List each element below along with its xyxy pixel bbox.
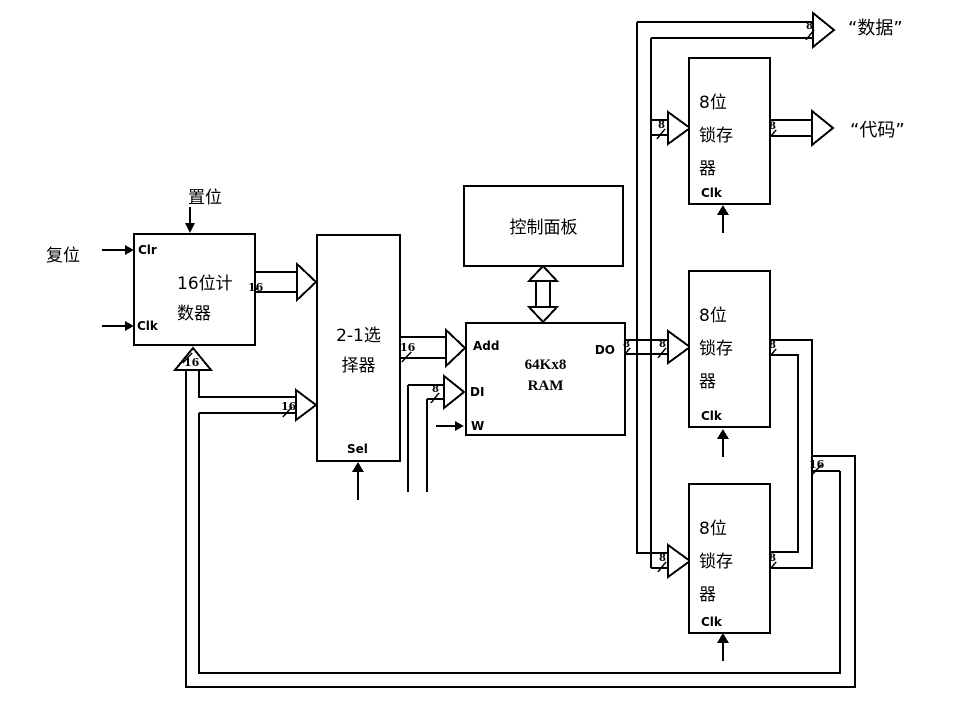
latch-bot-port-clk: Clk (701, 615, 722, 629)
bus8-latch-bot-in-label: 8 (659, 553, 666, 564)
latch-title-line3: 器 (699, 159, 716, 179)
counter-port-clk: Clk (137, 319, 158, 333)
bus16-selector-out-label: 16 (400, 341, 416, 354)
control-panel-block: 控制面板 (463, 185, 624, 267)
ram-di-arrowhead (443, 373, 466, 411)
counter-clk-arrowhead (125, 321, 134, 331)
set-arrowhead (185, 223, 195, 233)
bus8-latch-mid-out-label: 8 (769, 340, 776, 351)
code-out-arrowhead (811, 108, 835, 148)
ram-port-do: DO (594, 343, 615, 357)
ram-title-line2: RAM (527, 378, 564, 394)
bus16-selector-in2-label: 16 (281, 400, 297, 413)
hollow-arrowheads (172, 10, 836, 579)
ram-title-line1: 64Kx8 (524, 357, 567, 373)
bus8-ram-do-label: 8 (623, 339, 630, 350)
latch-top-title: 8位锁存器 (699, 87, 733, 186)
latch-title-line1: 8位 (699, 519, 727, 539)
latch-title-line3: 器 (699, 372, 716, 392)
counter-title-line2: 数器 (177, 304, 211, 324)
bus16-feedback-label: 16 (809, 458, 825, 471)
latch-title-line1: 8位 (699, 306, 727, 326)
latch-title-line2: 锁存 (699, 552, 733, 572)
ram-port-w: W (471, 419, 485, 433)
selector-title: 2-1选择器 (318, 321, 399, 381)
ram-do-bus (625, 21, 814, 569)
latch-mid-clk-arrowhead (717, 429, 729, 439)
ram-port-add: Add (473, 339, 500, 353)
panel-bus-down-arrowhead (526, 306, 560, 324)
counter-block: 16位计数器 Clr Clk (133, 233, 256, 346)
latch-title-line2: 锁存 (699, 339, 733, 359)
latch-top-block: 8位锁存器 Clk (688, 57, 771, 205)
control-stub-wires (102, 207, 724, 661)
latch-top-port-clk: Clk (701, 186, 722, 200)
ram-port-di: DI (470, 385, 485, 399)
selector-block: 2-1选择器 Sel (316, 234, 401, 462)
latch-title-line3: 器 (699, 585, 716, 605)
set-label: 置位 (188, 188, 222, 208)
counter-load-arrowhead (172, 346, 214, 371)
latch-mid-title: 8位锁存器 (699, 300, 733, 399)
latch-top-clk-arrowhead (717, 205, 729, 215)
latch-bot-block: 8位锁存器 Clk (688, 483, 771, 634)
reset-label: 复位 (46, 246, 80, 266)
code-output-label: “代码” (850, 120, 905, 141)
latch-mid-port-clk: Clk (701, 409, 722, 423)
counter-out-arrowhead (296, 261, 318, 303)
data-output-label: “数据” (848, 18, 903, 39)
control-panel-title: 控制面板 (509, 218, 578, 238)
reset-arrowhead (125, 245, 134, 255)
latch-mid-block: 8位锁存器 Clk (688, 270, 771, 428)
latch-title-line2: 锁存 (699, 126, 733, 146)
bus16-counter-out-label: 16 (248, 281, 264, 294)
latch-bot-title: 8位锁存器 (699, 513, 733, 612)
selector-sel-arrowhead (352, 462, 364, 472)
feedback-bus-wires (185, 369, 856, 688)
selector-title-line1: 2-1选 (336, 326, 381, 346)
bus8-latch-bot-out-label: 8 (769, 553, 776, 564)
selector-in2-arrowhead (295, 388, 318, 422)
latch-mid-in-arrowhead (667, 329, 692, 365)
selector-out-arrowhead (445, 327, 467, 369)
bus8-ram-di-label: 8 (432, 384, 439, 395)
bus8-latch-mid-in-label: 8 (659, 339, 666, 350)
bus8-latch-top-out-label: 8 (769, 121, 776, 132)
ram-w-arrowhead (455, 421, 464, 431)
latch-title-line1: 8位 (699, 93, 727, 113)
counter-port-clr: Clr (138, 243, 157, 257)
latch-top-in-arrowhead (667, 110, 692, 146)
latch-output-merge-bus (767, 339, 813, 569)
selector-port-sel: Sel (347, 442, 368, 456)
panel-bus-up-arrowhead (526, 264, 560, 282)
counter-title: 16位计数器 (177, 269, 233, 329)
data-out-arrowhead (812, 10, 836, 50)
selector-title-line2: 择器 (341, 356, 376, 376)
solid-arrowheads (125, 205, 729, 643)
bus8-latch-top-in-label: 8 (658, 120, 665, 131)
bus8-data-out-label: 8 (806, 21, 813, 32)
counter-title-line1: 16位计 (177, 274, 233, 294)
latch-bot-clk-arrowhead (717, 633, 729, 643)
misc-bus-wires (255, 119, 813, 492)
latch-bot-in-arrowhead (667, 543, 692, 579)
bus16-counter-load-label: 16 (184, 356, 200, 369)
